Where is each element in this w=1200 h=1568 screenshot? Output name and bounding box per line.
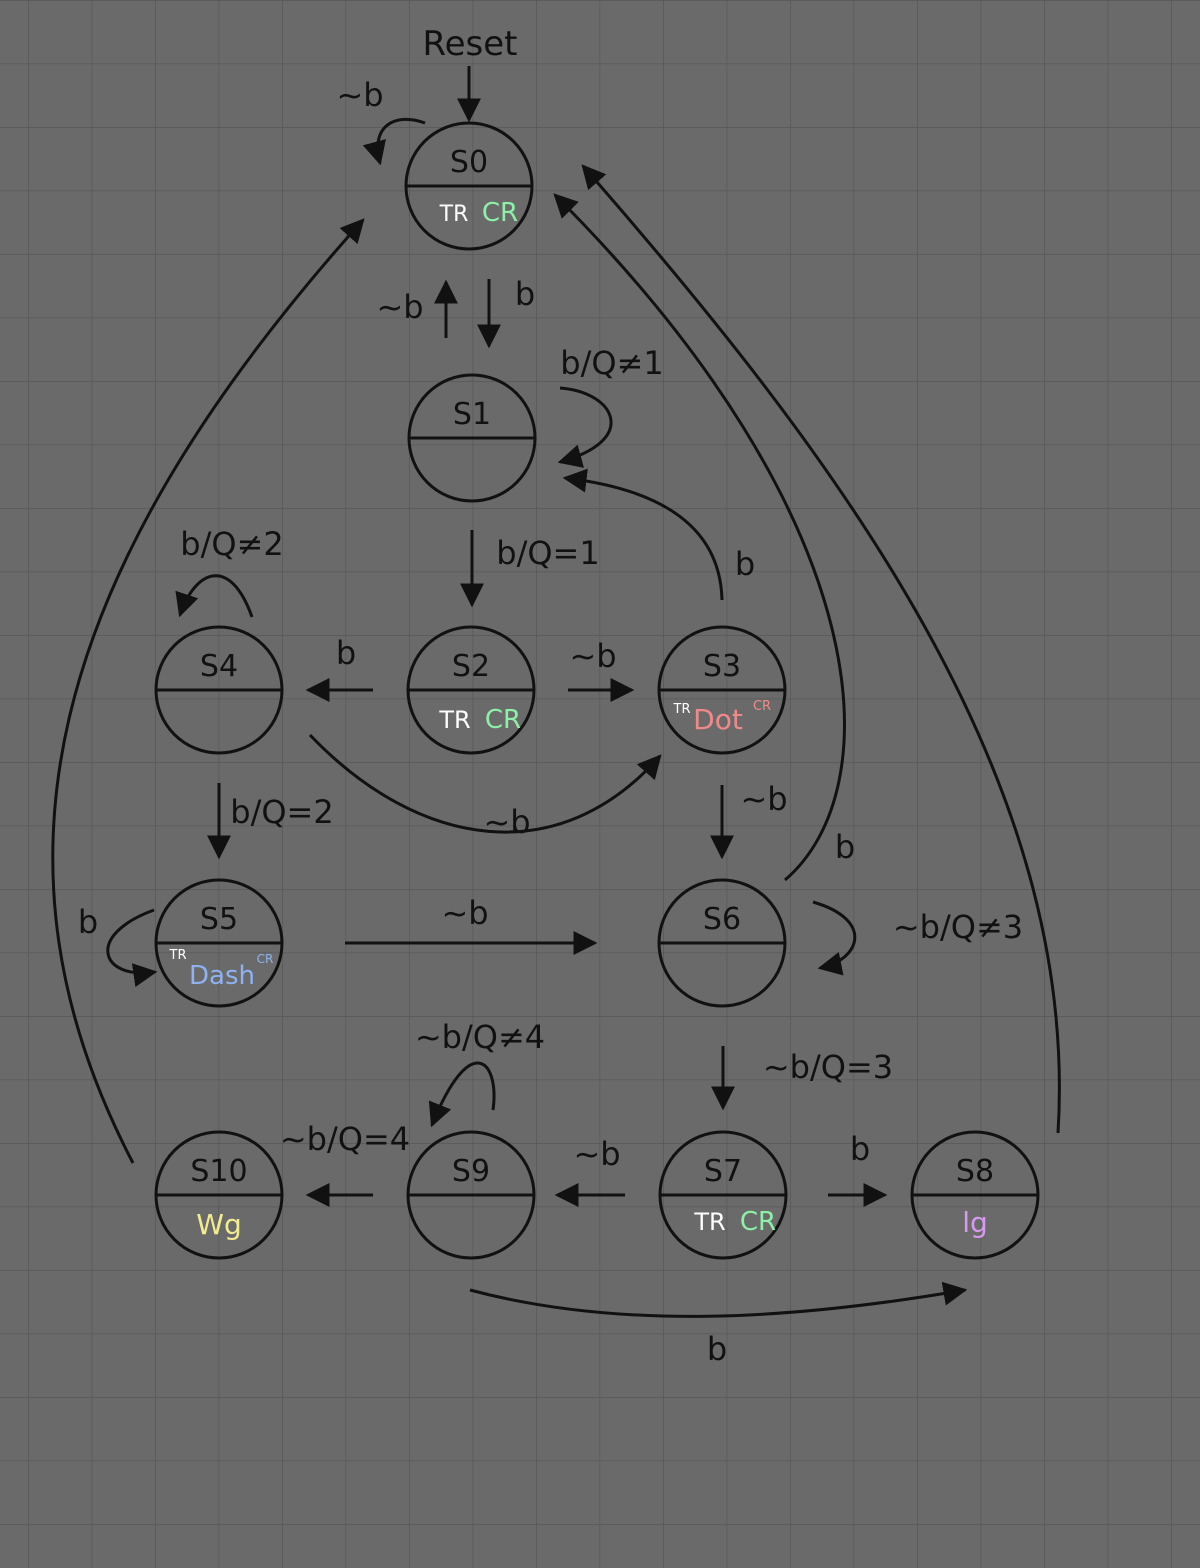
transition-label-s5-to-s5: b — [78, 903, 98, 941]
transition-label-s3-to-s1: b — [735, 545, 755, 583]
state-output: CR — [482, 198, 518, 228]
state-s8: S8 lg — [910, 1130, 1040, 1260]
state-label: S6 — [703, 902, 741, 937]
state-output: TR — [673, 702, 691, 717]
transition-label-s2-to-s3: ~b — [569, 637, 616, 675]
transition-s6-to-s6 — [812, 900, 857, 976]
state-label: S1 — [453, 397, 491, 432]
state-s6: S6 — [657, 878, 787, 1008]
state-s4: S4 — [154, 625, 284, 755]
state-s1: S1 — [407, 373, 537, 503]
state-label: S3 — [703, 649, 741, 684]
transition-s4-to-s4 — [175, 574, 254, 618]
reset-label: Reset — [423, 24, 518, 64]
state-output: TR — [438, 706, 470, 734]
transition-s5-to-s5 — [106, 908, 158, 987]
transition-label-s3-to-s6: ~b — [740, 780, 787, 818]
transition-label-s9-to-s8: b — [707, 1330, 727, 1368]
transition-s4-to-s3 — [308, 733, 662, 834]
transition-label-s6-to-s7: ~b/Q=3 — [763, 1048, 893, 1086]
transition-s0-to-s0 — [362, 117, 426, 166]
transitions-layer — [51, 66, 1061, 1318]
transition-label-s6-to-s6: ~b/Q≠3 — [893, 908, 1023, 946]
transition-label-s1-to-s2: b/Q=1 — [496, 534, 599, 572]
state-label: S0 — [450, 145, 488, 180]
transition-label-s1-to-s1: b/Q≠1 — [560, 344, 663, 382]
transition-s6-to-s0 — [553, 193, 846, 882]
state-output: CR — [257, 952, 274, 966]
transition-s9-to-s9 — [428, 1061, 496, 1128]
state-output: CR — [485, 705, 521, 735]
state-label: S8 — [956, 1154, 994, 1189]
transition-s1-to-s1 — [557, 386, 613, 468]
transition-label-s5-to-s6: ~b — [441, 894, 488, 932]
state-output: Dash — [189, 961, 255, 991]
transition-label-s7-to-s8: b — [850, 1130, 870, 1168]
transition-s10-to-s0 — [51, 218, 365, 1164]
state-label: S7 — [704, 1154, 742, 1189]
state-output: CR — [740, 1207, 776, 1237]
transition-label-s2-to-s4: b — [336, 634, 356, 672]
state-output: TR — [169, 948, 187, 963]
state-s9: S9 — [406, 1130, 536, 1260]
transition-s3-to-s1 — [562, 468, 724, 601]
state-output: lg — [962, 1206, 988, 1239]
state-output: Wg — [196, 1208, 241, 1241]
transition-label-s4-to-s4: b/Q≠2 — [180, 525, 283, 563]
transition-label-s9-to-s9: ~b/Q≠4 — [415, 1018, 545, 1056]
transition-labels-layer: ~b b ~b b/Q≠1 b/Q=1 b ~b b b/Q≠2 b/Q=2 ~b ~b b b ~b ~b/… — [78, 76, 1023, 1368]
transition-label-s0-to-s1: b — [515, 275, 535, 313]
transition-label-s6-to-s0: b — [835, 828, 855, 866]
transition-label-s4-to-s5: b/Q=2 — [230, 793, 333, 831]
transition-label-s7-to-s9: ~b — [573, 1135, 620, 1173]
state-output: CR — [753, 699, 771, 714]
state-output: Dot — [693, 703, 743, 736]
state-label: S5 — [200, 902, 238, 937]
transition-s8-to-s0 — [581, 164, 1061, 1134]
state-output: TR — [439, 202, 469, 227]
state-label: S10 — [190, 1154, 247, 1189]
transition-s9-to-s8 — [469, 1281, 968, 1318]
state-label: S2 — [452, 649, 490, 684]
transition-label-s9-to-s10: ~b/Q=4 — [280, 1120, 410, 1158]
state-label: S9 — [452, 1154, 490, 1189]
transition-label-s1-to-s0: ~b — [376, 288, 423, 326]
transition-label-s4-to-s3: ~b — [483, 803, 530, 841]
transition-label-s0-to-s0: ~b — [336, 76, 383, 114]
state-output: TR — [693, 1208, 725, 1236]
state-label: S4 — [200, 649, 238, 684]
